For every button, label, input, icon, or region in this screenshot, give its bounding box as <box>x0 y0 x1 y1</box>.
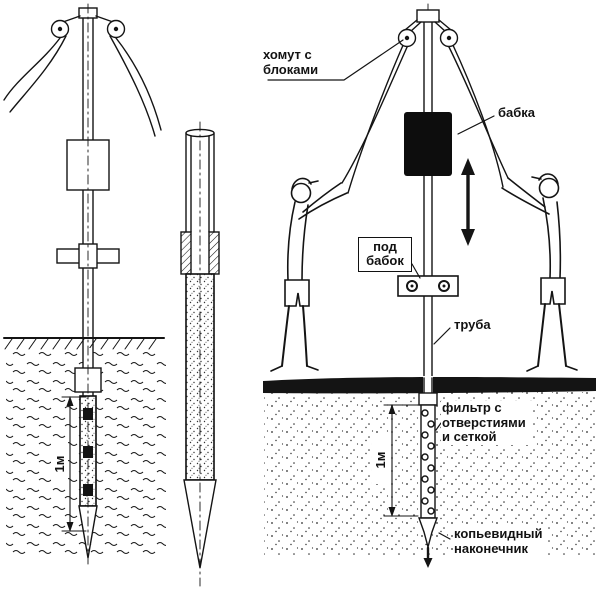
left-well-diagram: 1м <box>3 3 166 567</box>
ram-weight <box>404 112 452 176</box>
right-dimension-label: 1м <box>373 452 388 469</box>
worker-left-head <box>290 182 312 204</box>
worker-left-leg <box>302 305 308 367</box>
dimension-left: 1м <box>51 396 87 532</box>
label-clamp-with-blocks: хомут с блоками <box>262 47 328 78</box>
worker-left-arm <box>302 182 342 213</box>
worker-right-head <box>538 177 560 199</box>
left-dimension-label: 1м <box>52 456 67 473</box>
label-pipe: труба <box>453 317 492 333</box>
label-ram: бабка <box>497 105 537 121</box>
middle-pipe-diagram <box>180 121 220 587</box>
worker-right-shorts <box>540 277 566 305</box>
spear-tip <box>418 517 438 568</box>
under-ram-clamp <box>397 275 459 297</box>
worker-left-leg <box>281 305 290 367</box>
worker-left-shorts <box>284 279 310 307</box>
label-filter: фильтр с отверстиями и сеткой <box>441 400 533 446</box>
worker-right <box>501 173 578 372</box>
leader-spear-tip <box>438 532 451 540</box>
worker-right-arm <box>507 177 546 208</box>
filter-section-right <box>420 404 436 519</box>
pulley-clamp-right <box>397 9 459 48</box>
worker-left <box>270 177 348 372</box>
leader-ram <box>457 115 495 135</box>
buried-pipe-right <box>418 376 438 406</box>
up-down-arrow <box>461 158 475 246</box>
pipe-walls-middle <box>185 128 215 233</box>
pipe-backing-right <box>423 24 433 378</box>
right-scene-diagram: 1м <box>263 3 596 568</box>
label-leader-lines <box>267 39 495 540</box>
leader-under-ram <box>411 263 421 279</box>
worker-left-arm <box>298 192 348 220</box>
well-pipe-right <box>423 3 433 379</box>
hoist-ropes-right <box>341 42 509 194</box>
hoist-ropes-left <box>3 35 162 137</box>
worker-right-leg <box>558 303 567 367</box>
leader-pipe <box>433 327 451 345</box>
label-under-ram: под бабок <box>358 237 412 272</box>
dimension-right: 1м <box>372 404 421 517</box>
worker-right-leg <box>537 303 546 367</box>
filter-section-left <box>79 395 97 507</box>
leader-clamp-blocks <box>267 39 404 81</box>
label-spear-tip: копьевидный наконечник <box>453 526 547 557</box>
leader-filter <box>435 422 442 431</box>
pipe-coupling-right <box>418 392 438 406</box>
ground-surface-left <box>3 337 165 350</box>
